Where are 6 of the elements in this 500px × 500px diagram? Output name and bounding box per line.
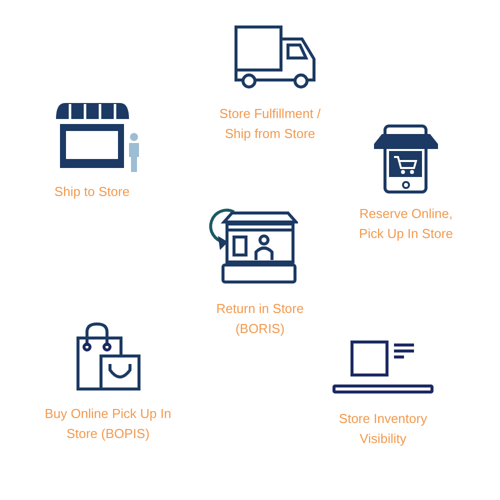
caption-text: Store Fulfillment / Ship from Store (218, 105, 322, 143)
caption-text: Reserve Online, Pick Up In Store (358, 205, 454, 243)
caption-text: Return in Store (BORIS) (215, 300, 305, 338)
caption-text: Buy Online Pick Up In Store (BOPIS) (44, 405, 172, 443)
caption-text: Ship to Store (53, 183, 131, 201)
caption-text: Store Inventory Visibility (338, 410, 428, 448)
